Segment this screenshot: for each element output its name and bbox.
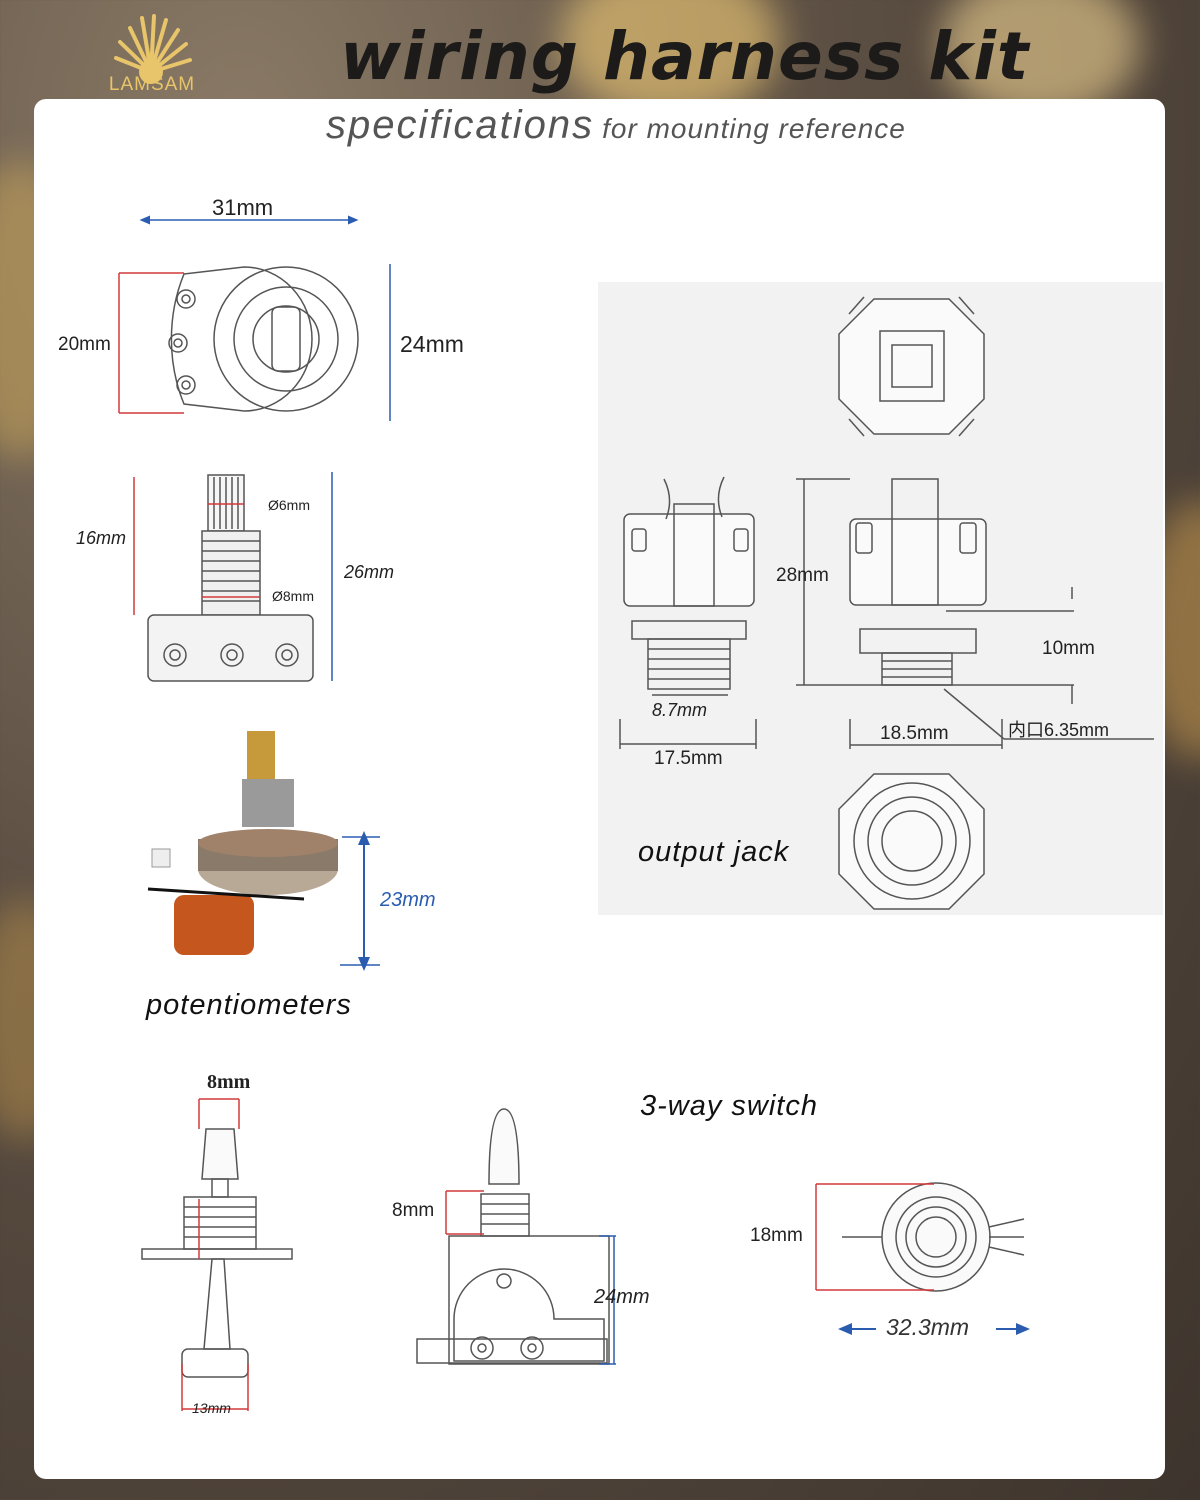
jack-thread-length-label: 10mm [1042,638,1095,659]
pot-top-view-drawing [118,215,391,421]
jack-top-view-drawing [838,296,985,437]
switch-tip-width-label: 8mm [207,1071,251,1093]
pot-thread-diameter-label: Ø8mm [272,588,314,604]
switch-tail-width-label: 13mm [192,1400,231,1416]
subtitle-secondary: for mounting reference [602,113,906,144]
jack-side-width-label: 18.5mm [880,723,949,744]
jack-inner-diameter-label: 内口6.35mm [1008,720,1110,740]
switch-frame-height-label: 24mm [594,1286,650,1308]
switch-section-label: 3-way switch [640,1090,818,1122]
jack-thread-width-label: 8.7mm [652,700,708,720]
pot-total-height-label: 26mm [344,562,395,582]
switch-side-diameter-label: 18mm [750,1225,803,1246]
switch-front-view-drawing [141,1098,293,1411]
pot-body-diameter-label: 24mm [400,331,464,357]
switch-end-view-drawing [815,1182,1030,1335]
jack-front-view-drawing [619,476,757,749]
page-title: wiring harness kit [340,18,1030,95]
pot-shaft-diameter-label: Ø6mm [268,497,310,513]
pot-photo-height-label: 23mm [380,889,436,911]
pot-width-label: 31mm [212,195,274,220]
switch-side-length-label: 32.3mm [886,1314,970,1340]
pot-shaft-length-label: 16mm [76,528,127,548]
brand-name: LAMSAM [108,74,196,95]
pot-photo-illustration [147,731,380,971]
jack-side-view-drawing [796,478,1154,749]
output-jack-section-label: output jack [638,836,790,868]
pot-lug-span-label: 20mm [58,334,111,355]
sunburst-logo-icon [114,14,192,84]
switch-side-view-drawing [416,1108,616,1365]
potentiometers-section-label: potentiometers [146,989,352,1021]
jack-base-width-label: 17.5mm [654,748,723,769]
subtitle-main: specifications [326,103,595,147]
technical-drawings [118,215,1154,1411]
jack-rear-view-drawing [838,773,985,910]
switch-bushing-height-label: 8mm [392,1200,435,1221]
jack-height-label: 28mm [776,565,829,586]
pot-side-view-drawing [133,472,333,682]
